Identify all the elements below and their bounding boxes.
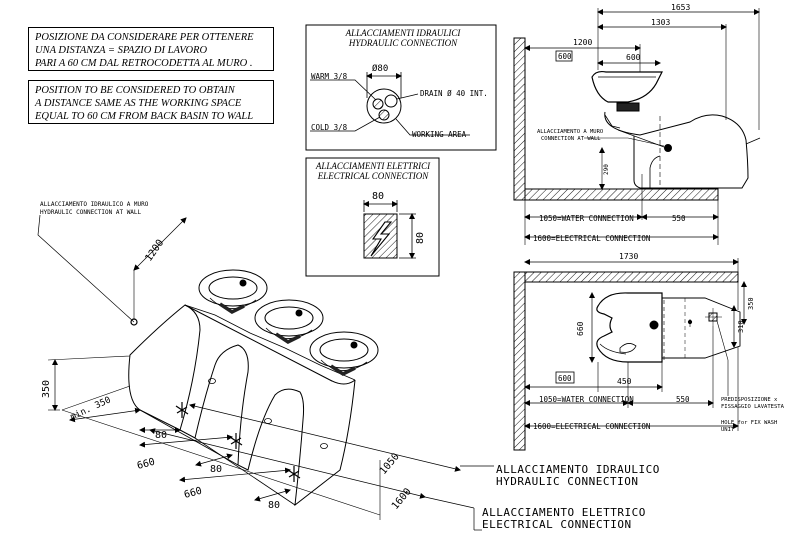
hydraulic-connection-box [305, 24, 497, 151]
hydraulic-box-title: ALLACCIAMENTI IDRAULICI HYDRAULIC CONNEC… [310, 28, 496, 48]
side-electrical-connection: 1600=ELECTRICAL CONNECTION [533, 234, 650, 243]
plan-dim-350: 350 [747, 297, 755, 310]
iso-electric-it: ALLACCIAMENTO ELETTRICO [482, 506, 646, 519]
note-it-line-2: UNA DISTANZA = SPAZIO DI LAVORO [35, 45, 208, 56]
plan-dim-310: 310 [737, 320, 745, 333]
side-dim-1303: 1303 [651, 18, 670, 27]
side-dim-290: 290 [603, 164, 610, 175]
plan-water-connection: 1050=WATER CONNECTION [539, 395, 634, 404]
electrical-title-en: ELECTRICAL CONNECTION [317, 171, 429, 181]
iso-dim-350: 350 [41, 380, 52, 398]
iso-dim-min350: min. 350 [69, 395, 113, 422]
basin-3 [309, 331, 379, 377]
english-position-note: POSITION TO BE CONSIDERED TO OBTAIN A DI… [28, 80, 274, 124]
side-dim-550: 550 [672, 214, 686, 223]
side-wall-label-2: CONNECTION AT WALL [541, 136, 601, 142]
plan-dim-450: 450 [617, 377, 632, 386]
side-dim-1653: 1653 [671, 3, 690, 12]
plan-dim-1730: 1730 [619, 252, 638, 261]
iso-dim-660a: 660 [136, 457, 156, 472]
plan-dim-550: 550 [676, 395, 690, 404]
hydraulic-connection-caption: ALLACCIAMENTO IDRAULICO HYDRAULIC CONNEC… [496, 464, 660, 488]
working-area-label: WORKING AREA [412, 130, 467, 139]
drain-label: DRAIN Ø 40 INT. [420, 89, 488, 98]
plan-fix-en-2: UNIT [721, 427, 735, 433]
iso-dim-80a: 80 [155, 430, 167, 441]
plan-electrical-connection: 1600=ELECTRICAL CONNECTION [533, 422, 650, 431]
side-wall-label-1: ALLACCIAMENTO A MURO [537, 129, 603, 135]
iso-electric-en: ELECTRICAL CONNECTION [482, 518, 632, 531]
iso-dim-1600: 1600 [390, 486, 414, 512]
electrical-height-label: 80 [415, 232, 426, 244]
plan-view [513, 258, 747, 451]
plan-fix-en-1: HOLE for FIX WASH [721, 420, 777, 426]
side-dim-600-boxed: 600 [558, 52, 572, 61]
iso-hydraulic-en: HYDRAULIC CONNECTION [496, 475, 639, 488]
iso-hydraulic-it: ALLACCIAMENTO IDRAULICO [496, 463, 660, 476]
note-en-line-2: A DISTANCE SAME AS THE WORKING SPACE [35, 98, 242, 109]
plan-fix-it-1: PREDISPOSIZIONE x [721, 397, 778, 403]
note-it-line-1: POSIZIONE DA CONSIDERARE PER OTTENERE [35, 32, 254, 43]
hydraulic-title-it: ALLACCIAMENTI IDRAULICI [345, 28, 461, 38]
electrical-width-label: 80 [372, 191, 384, 202]
note-en-line-1: POSITION TO BE CONSIDERED TO OBTAIN [35, 85, 235, 96]
note-en-line-3: EQUAL TO 60 CM FROM BACK BASIN TO WALL [35, 111, 254, 122]
electrical-box-title: ALLACCIAMENTI ELETTRICI ELECTRICAL CONNE… [308, 161, 438, 181]
side-view [513, 8, 761, 245]
electrical-connection-box [305, 157, 440, 277]
electrical-title-it: ALLACCIAMENTI ELETTRICI [315, 161, 431, 171]
iso-dim-80b: 80 [210, 464, 222, 475]
isometric-view [37, 214, 494, 531]
basin-1 [198, 269, 268, 315]
iso-wall-label-1: ALLACCIAMENTO IDRAULICO A MURO [40, 201, 149, 208]
hydraulic-title-en: HYDRAULIC CONNECTION [348, 38, 458, 48]
note-it-line-3: PARI A 60 CM DAL RETROCODETTA AL MURO . [35, 58, 253, 69]
electrical-connection-caption: ALLACCIAMENTO ELETTRICO ELECTRICAL CONNE… [482, 507, 646, 531]
iso-wall-label-2: HYDRAULIC CONNECTION AT WALL [40, 209, 142, 216]
hydraulic-diameter-label: Ø80 [372, 63, 388, 74]
iso-dim-660b: 660 [183, 486, 203, 501]
cold-label: COLD 3/8 [311, 123, 348, 132]
iso-dim-80c: 80 [268, 500, 280, 511]
side-dim-600: 600 [626, 53, 641, 62]
plan-dim-660: 660 [576, 321, 585, 336]
side-water-connection: 1050=WATER CONNECTION [539, 214, 634, 223]
plan-dim-600-boxed: 600 [558, 374, 572, 383]
side-dim-1200: 1200 [573, 38, 592, 47]
basin-2 [254, 299, 324, 345]
italian-position-note: POSIZIONE DA CONSIDERARE PER OTTENERE UN… [28, 27, 274, 71]
plan-fix-it-2: FISSAGGIO LAVATESTA [721, 404, 785, 410]
warm-label: WARM 3/8 [311, 72, 348, 81]
